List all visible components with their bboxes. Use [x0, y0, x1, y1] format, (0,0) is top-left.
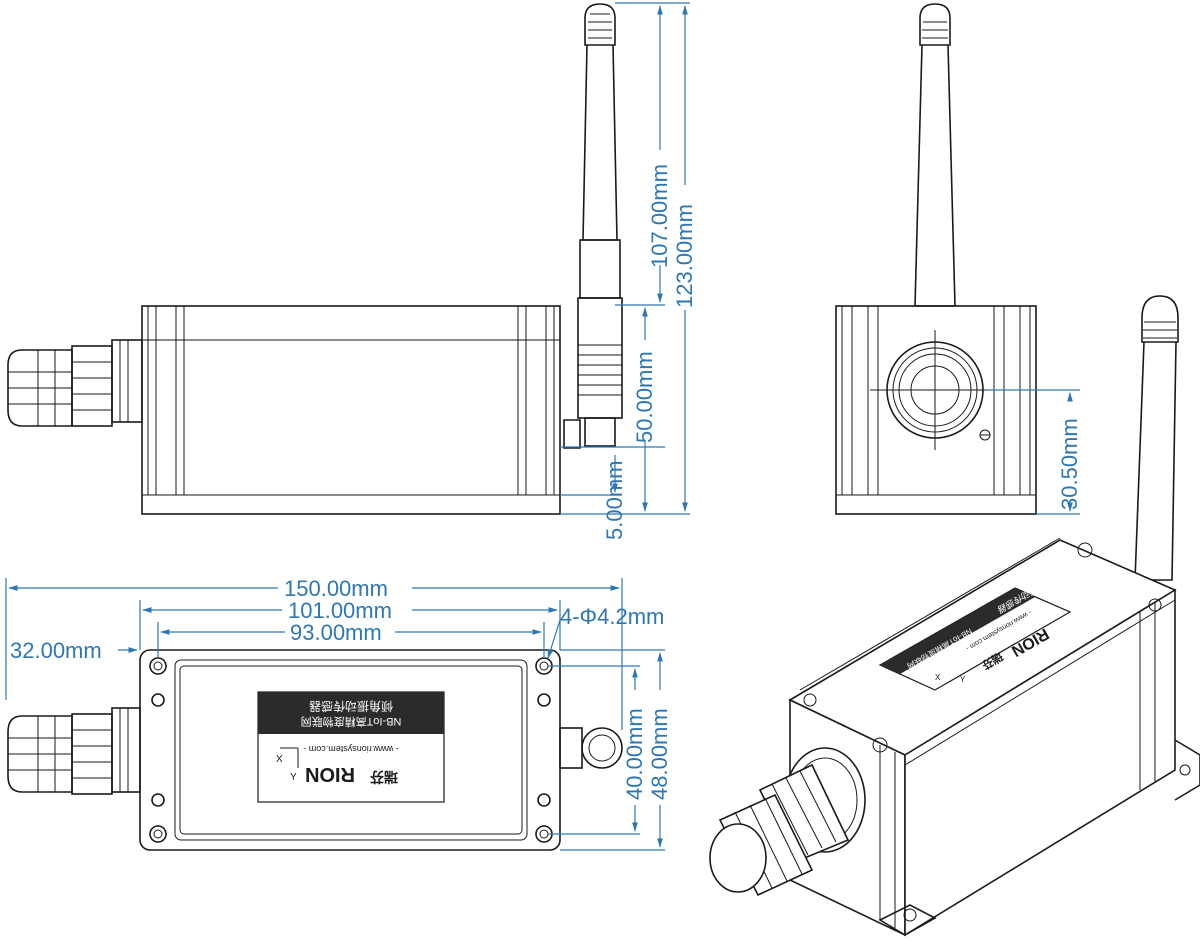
body-front	[141, 305, 561, 515]
top-view: 倾角振动传感器 NB-IoT高精度物联网 - www.rionsystem.co…	[5, 576, 672, 851]
dim-gland-length: 32.00mm	[10, 638, 102, 663]
dim-side-connector-height: 30.50mm	[1057, 418, 1082, 510]
dim-body-width: 48.00mm	[647, 708, 672, 800]
label-line1: 倾角振动传感器	[309, 699, 393, 714]
antenna-side	[914, 3, 956, 307]
label-website: - www.rionsystem.com -	[303, 744, 399, 754]
dim-base-offset: 5.00mm	[602, 461, 627, 540]
cable-gland-front	[7, 339, 143, 427]
dim-hole-spec: 4-Φ4.2mm	[560, 604, 664, 629]
label-axis-y: Y	[290, 772, 297, 783]
dim-total-length: 150.00mm	[284, 576, 388, 601]
label-line2: NB-IoT高精度物联网	[301, 715, 402, 729]
label-brand: RION	[305, 763, 355, 785]
label-brand-cn: 瑞芬	[369, 769, 398, 785]
iso-label-axis-y: Y	[960, 675, 966, 684]
label-axis-x: X	[276, 754, 283, 765]
dim-inner-spacing: 93.00mm	[290, 620, 382, 645]
side-view: 30.50mm	[835, 3, 1082, 515]
side-connector-top	[559, 727, 623, 769]
iso-label-axis-x: X	[935, 673, 941, 682]
side-connector	[870, 330, 1000, 450]
dim-total-height: 123.00mm	[672, 204, 697, 308]
isometric-view: 倾角振动传感器 NB-IoT高精度物联网 - www.rionsystem.co…	[709, 295, 1200, 937]
dim-body-height: 50.00mm	[632, 351, 657, 443]
cable-gland-iso	[709, 747, 866, 897]
product-label-top: 倾角振动传感器 NB-IoT高精度物联网 - www.rionsystem.co…	[257, 691, 445, 803]
front-view: 107.00mm 123.00mm 50.00mm 5.00mm	[7, 2, 697, 540]
antenna-iso	[1134, 295, 1179, 581]
body-side	[835, 305, 1037, 515]
dim-mount-hole-spacing: 101.00mm	[288, 598, 392, 623]
cable-gland-top	[7, 707, 141, 795]
dim-antenna-length: 107.00mm	[647, 164, 672, 268]
antenna-front	[563, 3, 623, 449]
dim-hole-row-spacing: 40.00mm	[622, 708, 647, 800]
